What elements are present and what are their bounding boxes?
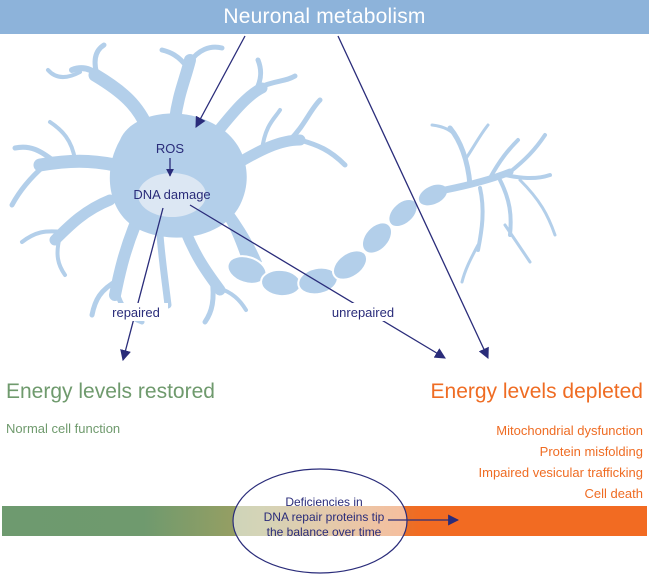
depleted-effects-list: Mitochondrial dysfunction Protein misfol… (479, 420, 644, 504)
balance-line: DNA repair proteins tip (263, 510, 385, 524)
arrow-unrepaired (189, 204, 446, 359)
effect-item: Mitochondrial dysfunction (496, 423, 643, 438)
axon-segments (226, 182, 450, 298)
balance-line: the balance over time (266, 525, 382, 539)
restored-title: Energy levels restored (6, 380, 215, 403)
effect-item: Protein misfolding (539, 444, 643, 459)
depleted-title: Energy levels depleted (430, 380, 643, 403)
arrow-repaired (120, 207, 164, 362)
effect-item: Impaired vesicular trafficking (478, 465, 644, 480)
arrows (120, 35, 489, 362)
effect-item: Cell death (584, 486, 643, 501)
arrow-metabolism-to-soma (195, 35, 246, 128)
axon-terminals (430, 123, 557, 284)
unrepaired-label: unrepaired (332, 305, 394, 320)
balance-text: Deficiencies in DNA repair proteins tip … (244, 495, 404, 540)
dna-damage-label: DNA damage (133, 187, 210, 202)
balance-oval (232, 468, 408, 574)
repaired-label: repaired (112, 305, 160, 320)
restored-subtitle: Normal cell function (6, 421, 121, 436)
balance-line: Deficiencies in (285, 495, 363, 509)
dna-damage-highlight (138, 173, 206, 217)
header-title: Neuronal metabolism (223, 5, 426, 28)
header-banner: Neuronal metabolism (0, 0, 649, 34)
arrow-metabolism-to-depleted (337, 35, 489, 359)
ros-label: ROS (156, 141, 185, 156)
